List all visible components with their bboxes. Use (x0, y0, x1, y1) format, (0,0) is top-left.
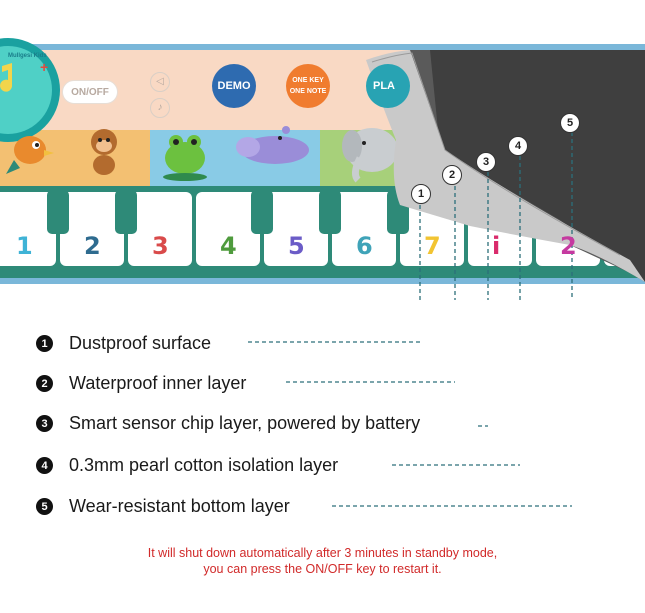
elephant-icon (342, 128, 398, 183)
speaker-icon[interactable]: ◁ (150, 72, 170, 92)
key-number-5: 5 (288, 232, 305, 260)
black-key (251, 190, 273, 234)
svg-text:+: + (40, 59, 48, 75)
black-key (115, 190, 137, 234)
key-number-6: 6 (356, 232, 373, 260)
white-key (0, 192, 56, 266)
onoff-button[interactable]: ON/OFF (62, 80, 118, 104)
one-key-line1: ONE KEY (292, 77, 324, 84)
mat-bottom-layer (430, 50, 645, 282)
white-key (60, 192, 124, 266)
frog-icon (163, 135, 207, 181)
layer-label-3: Smart sensor chip layer, powered by batt… (69, 413, 421, 433)
key-number-8: i (492, 232, 501, 260)
key-number-2: 2 (84, 232, 101, 260)
key-number-3: 3 (152, 232, 169, 260)
layer-number-4: 4 (36, 457, 53, 474)
layer-label-4: 0.3mm pearl cotton isolation layer (69, 455, 339, 475)
layer-label-2: Waterproof inner layer (69, 373, 247, 393)
white-key (196, 192, 260, 266)
layer-item-2: 2 Waterproof inner layer (36, 373, 246, 394)
layer-number-5: 5 (36, 498, 53, 515)
key-number-9: 2 (560, 232, 577, 260)
brand-label: Mullgesi Kids (8, 53, 47, 59)
key-number-7: 7 (424, 232, 441, 260)
one-key-line2: ONE NOTE (289, 88, 327, 95)
layer-marker-1: 1 (411, 184, 431, 204)
notice-line-1: It will shut down automatically after 3 … (147, 546, 498, 560)
monkey-icon (91, 129, 117, 175)
layer-number-2: 2 (36, 375, 53, 392)
white-key (128, 192, 192, 266)
white-key (332, 192, 396, 266)
hippo-icon (236, 126, 309, 164)
bird-icon (6, 136, 54, 174)
leader-lines (419, 132, 573, 300)
layer-marker-2: 2 (442, 165, 462, 185)
notice-line-2: you can press the ON/OFF key to restart … (203, 562, 442, 576)
layer-item-4: 4 0.3mm pearl cotton isolation layer (36, 455, 338, 476)
one-key-one-note-button[interactable]: ONE KEY ONE NOTE (286, 64, 330, 108)
layer-marker-3: 3 (476, 152, 496, 172)
layer-label-1: Dustproof surface (69, 333, 212, 353)
key-number-1: 1 (16, 232, 33, 260)
music-note-icon (0, 63, 13, 92)
layer-marker-5: 5 (560, 113, 580, 133)
black-key (47, 190, 69, 234)
layer-label-5: Wear-resistant bottom layer (69, 496, 290, 516)
black-key (319, 190, 341, 234)
bell-icon[interactable]: ♪ (150, 98, 170, 118)
white-key (264, 192, 328, 266)
key-number-4: 4 (220, 232, 237, 260)
demo-button[interactable]: DEMO (212, 64, 256, 108)
layer-marker-4: 4 (508, 136, 528, 156)
layer-item-5: 5 Wear-resistant bottom layer (36, 496, 290, 517)
play-button[interactable]: PLA (366, 64, 410, 108)
layer-number-1: 1 (36, 335, 53, 352)
layer-item-1: 1 Dustproof surface (36, 333, 211, 354)
layer-number-3: 3 (36, 415, 53, 432)
layer-item-3: 3 Smart sensor chip layer, powered by ba… (36, 413, 420, 434)
